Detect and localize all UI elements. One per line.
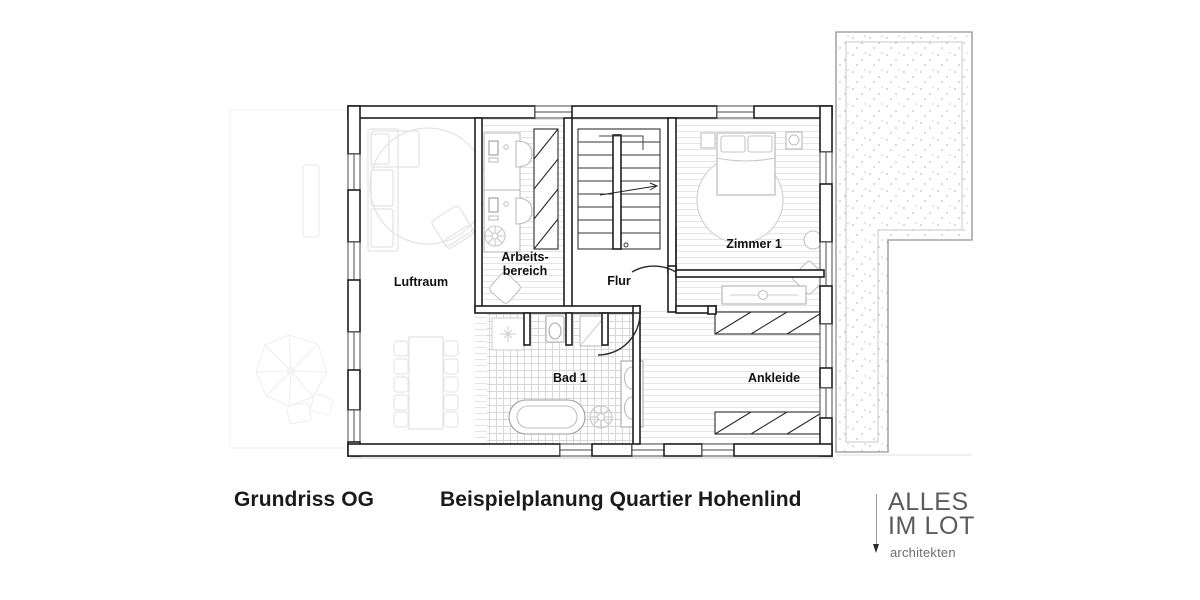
wall-int-flur-left [563,117,573,311]
window-left-1 [347,153,361,191]
wall-left-c [347,279,361,333]
wall-int-flur-right [667,117,677,273]
wall-int-luftraum [474,117,483,313]
window-bot-2 [631,443,665,457]
room-label-bad1: Bad 1 [552,371,588,385]
room-label-luftraum: Luftraum [393,275,449,289]
door-zimmer1 [631,228,677,273]
plant-arbeitsbereich [484,225,506,247]
wall-int-bad-top [474,305,641,314]
monitor-upper [488,140,499,156]
plant-bad [589,405,613,429]
window-right-1 [819,151,833,185]
wall-left-d [347,369,361,411]
wall-bot-a [347,443,561,457]
door-bad1 [597,312,641,356]
room-label-arbeitsbereich: Arbeits- bereich [489,250,561,278]
wall-int-zimmer-bottom-stub [667,265,677,313]
wall-bot-d [733,443,833,457]
window-right-2 [819,241,833,287]
shelf-arbeitsbereich [533,128,559,250]
wall-top-b [571,105,718,119]
wall-right-a [819,105,833,153]
room-label-arbeitsbereich-line2: bereich [502,264,548,278]
window-top-2 [716,105,755,119]
wall-bad-stub-b [565,312,573,346]
garden-chairs [286,393,334,425]
ghost-garden-context [229,109,349,449]
wall-right-d [819,367,833,389]
wall-left-a [347,105,361,155]
wall-bad-stub-c [601,312,609,346]
window-top-1 [534,105,573,119]
staircase [577,128,661,250]
ghost-furniture-below [367,127,487,430]
window-left-3 [347,331,361,371]
wall-int-corner [707,305,717,315]
nightstand-left [700,132,716,149]
room-label-flur: Flur [607,274,631,288]
logo-line-2: IM LOT [888,512,975,540]
shower [491,317,525,351]
plan-shadow [350,454,972,459]
wall-bot-b [591,443,633,457]
window-bot-3 [701,443,735,457]
monitor-lower [488,197,499,213]
room-label-ankleide: Ankleide [747,371,801,385]
doors [597,228,677,356]
arbeitsbereich-furniture [483,132,533,304]
project-subtitle: Beispielplanung Quartier Hohenlind [440,488,802,511]
window-right-4 [819,387,833,419]
chair-arbeitsbereich [489,272,521,304]
bathtub [508,399,586,435]
room-label-arbeitsbereich-line1: Arbeits- [501,250,549,264]
ankleide-wardrobes [714,311,824,435]
wall-int-bad-right [632,305,641,445]
wall-bot-c [663,443,703,457]
window-left-2 [347,241,361,281]
toilet [545,315,565,343]
wall-right-b [819,183,833,243]
plumb-bob-icon [872,544,879,553]
wall-int-zimmer-bottom [675,269,825,278]
logo-line-3: architekten [890,545,956,560]
page-title: Grundriss OG [234,488,375,511]
bedside-lamp [788,134,800,146]
company-logo: ALLES IM LOT architekten [872,488,986,564]
wall-right-c [819,285,833,325]
room-label-zimmer1: Zimmer 1 [726,237,782,251]
window-bot-1 [559,443,593,457]
window-left-4 [347,409,361,443]
wall-left-b [347,189,361,243]
wall-top-a [347,105,536,119]
plumb-line-icon [876,494,877,550]
walls [347,105,833,457]
wall-bad-stub-a [523,312,531,346]
window-right-3 [819,323,833,369]
balcony-terrace [835,31,973,453]
caption-row: Grundriss OG Beispielplanung Quartier Ho… [0,488,1200,548]
office-chair-lower [515,197,533,225]
office-chair-upper [515,140,533,168]
logo-line-1: ALLES [888,488,969,516]
